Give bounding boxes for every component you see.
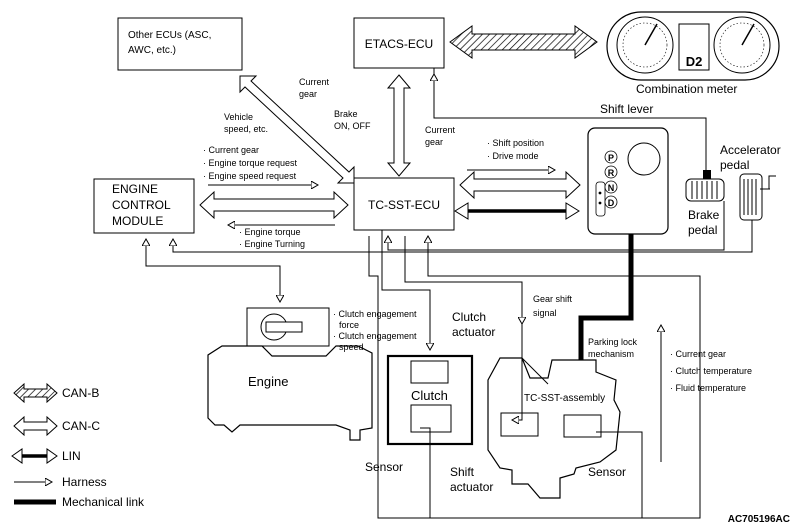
legend-harness-label: Harness (62, 475, 107, 489)
annot-ecm-request-3: · Engine speed request (203, 171, 297, 181)
gear-indicator-text: D2 (686, 54, 703, 69)
engine-drawing (207, 307, 373, 441)
ecm-label-line2: CONTROL (112, 198, 171, 212)
clutch-actuator-label-line2: actuator (452, 325, 495, 339)
gear-position-letters: P R N D (604, 150, 618, 209)
ecm-label-line3: MODULE (112, 214, 163, 228)
figure-code: AC705196AC (728, 514, 790, 525)
annot-clutch-engagement-3: · Clutch engagement (333, 331, 417, 341)
shift-lever-label: Shift lever (600, 102, 653, 116)
annot-vehicle-speed-a: Vehicle (224, 112, 253, 122)
annot-current-gear-1b: gear (299, 89, 317, 99)
other-ecus-label-line2: AWC, etc.) (128, 45, 176, 56)
gear-d: D (608, 198, 615, 208)
accelerator-pedal-icon (739, 173, 776, 221)
combination-meter: D2 (606, 11, 780, 81)
accelerator-pedal-label-line1: Accelerator (720, 143, 781, 157)
annot-current-gear-2b: gear (425, 137, 443, 147)
combination-meter-label: Combination meter (636, 82, 737, 96)
shift-actuator-label-line1: Shift (450, 465, 475, 479)
legend-can-b-label: CAN-B (62, 386, 99, 400)
annot-brake-on-off-b: ON, OFF (334, 121, 371, 131)
assembly-sensor-label: Sensor (588, 465, 626, 479)
annot-gear-shift-signal-b: signal (533, 308, 557, 318)
brake-pedal-icon (685, 125, 725, 202)
annot-engine-turning: · Engine Turning (239, 239, 305, 249)
can-c-link-ecus-tcsst (239, 75, 355, 184)
gear-p: P (608, 153, 614, 163)
accelerator-pedal-label-line2: pedal (720, 158, 749, 172)
brake-pedal-label-line2: pedal (688, 223, 717, 237)
legend-lin-label: LIN (62, 449, 81, 463)
harness-clutch-sensor (420, 236, 701, 519)
legend: CAN-B CAN-C LIN Harness Mechanical link (11, 382, 145, 509)
engine-label: Engine (248, 374, 288, 389)
annot-parking-lock-b: mechanism (588, 349, 634, 359)
legend-can-b-symbol (13, 382, 58, 404)
annot-fluid-temp: · Fluid temperature (670, 383, 746, 393)
annot-engine-torque: · Engine torque (239, 227, 301, 237)
annot-vehicle-speed-b: speed, etc. (224, 124, 268, 134)
harness-brake-to-tcsst (388, 201, 725, 251)
annot-brake-on-off-a: Brake (334, 109, 358, 119)
brake-pedal-label-line1: Brake (688, 208, 720, 222)
harness-tcsst-shift-actuator (404, 236, 523, 420)
can-c-link-etacs-tcsst (386, 74, 412, 177)
annot-gear-shift-signal-a: Gear shift (533, 294, 573, 304)
shift-lever-unit: P R N D (587, 127, 669, 235)
gear-r: R (608, 168, 615, 178)
etacs-ecu-label: ETACS-ECU (365, 37, 433, 51)
annot-parking-lock-a: Parking lock (588, 337, 638, 347)
ecm-label-line1: ENGINE (112, 182, 158, 196)
other-ecus-label-line1: Other ECUs (ASC, (128, 30, 211, 41)
clutch-sensor-label: Sensor (365, 460, 403, 474)
annot-drive-mode: · Drive mode (487, 151, 539, 161)
annot-clutch-engagement-4: speed (339, 342, 364, 352)
harness-accel-to-ecm (173, 220, 753, 253)
gear-n: N (608, 183, 615, 193)
clutch-actuator-label-line1: Clutch (452, 310, 486, 324)
harness-ecm-to-engine (145, 239, 280, 302)
annot-current-gear-3: · Current gear (670, 349, 726, 359)
can-c-link-ecm-tcsst (199, 190, 349, 220)
tc-sst-ecu-label: TC-SST-ECU (368, 198, 440, 212)
harness-assembly-sensor (596, 431, 643, 518)
can-c-link-tcsst-shiftlever (459, 170, 581, 200)
annot-clutch-temp: · Clutch temperature (670, 366, 752, 376)
lin-arrowhead-right (565, 202, 580, 220)
annot-clutch-engagement-1: · Clutch engagement (333, 309, 417, 319)
clutch-label: Clutch (411, 388, 448, 403)
tc-sst-assembly-label: TC-SST-assembly (524, 393, 605, 404)
can-b-link-etacs-meter (449, 25, 598, 59)
engine-control-module-box: ENGINE CONTROL MODULE (93, 178, 195, 234)
shift-actuator-label-line2: actuator (450, 480, 493, 494)
tc-sst-ecu-box: TC-SST-ECU (353, 177, 455, 231)
other-ecus-box: Other ECUs (ASC, AWC, etc.) (117, 17, 243, 71)
annot-shift-position: · Shift position (487, 138, 544, 148)
mechanical-link-parking-lock (578, 234, 634, 360)
annot-clutch-engagement-2: force (339, 320, 359, 330)
tc-sst-assembly (487, 357, 621, 499)
annot-ecm-request-1: · Current gear (203, 145, 259, 155)
harness-tcsst-clutch-actuator (368, 236, 430, 519)
legend-can-c-symbol (13, 415, 58, 437)
annot-ecm-request-2: · Engine torque request (203, 158, 298, 168)
legend-lin-symbol-left (11, 448, 23, 464)
legend-can-c-label: CAN-C (62, 419, 100, 433)
harness-tcsst-clutch-act (381, 230, 430, 350)
legend-mechanical-label: Mechanical link (62, 495, 145, 509)
lin-arrowhead-left (454, 202, 469, 220)
annot-current-gear-1a: Current (299, 77, 330, 87)
etacs-ecu-box: ETACS-ECU (353, 17, 445, 69)
annot-current-gear-2a: Current (425, 125, 456, 135)
legend-lin-symbol-right (46, 448, 58, 464)
